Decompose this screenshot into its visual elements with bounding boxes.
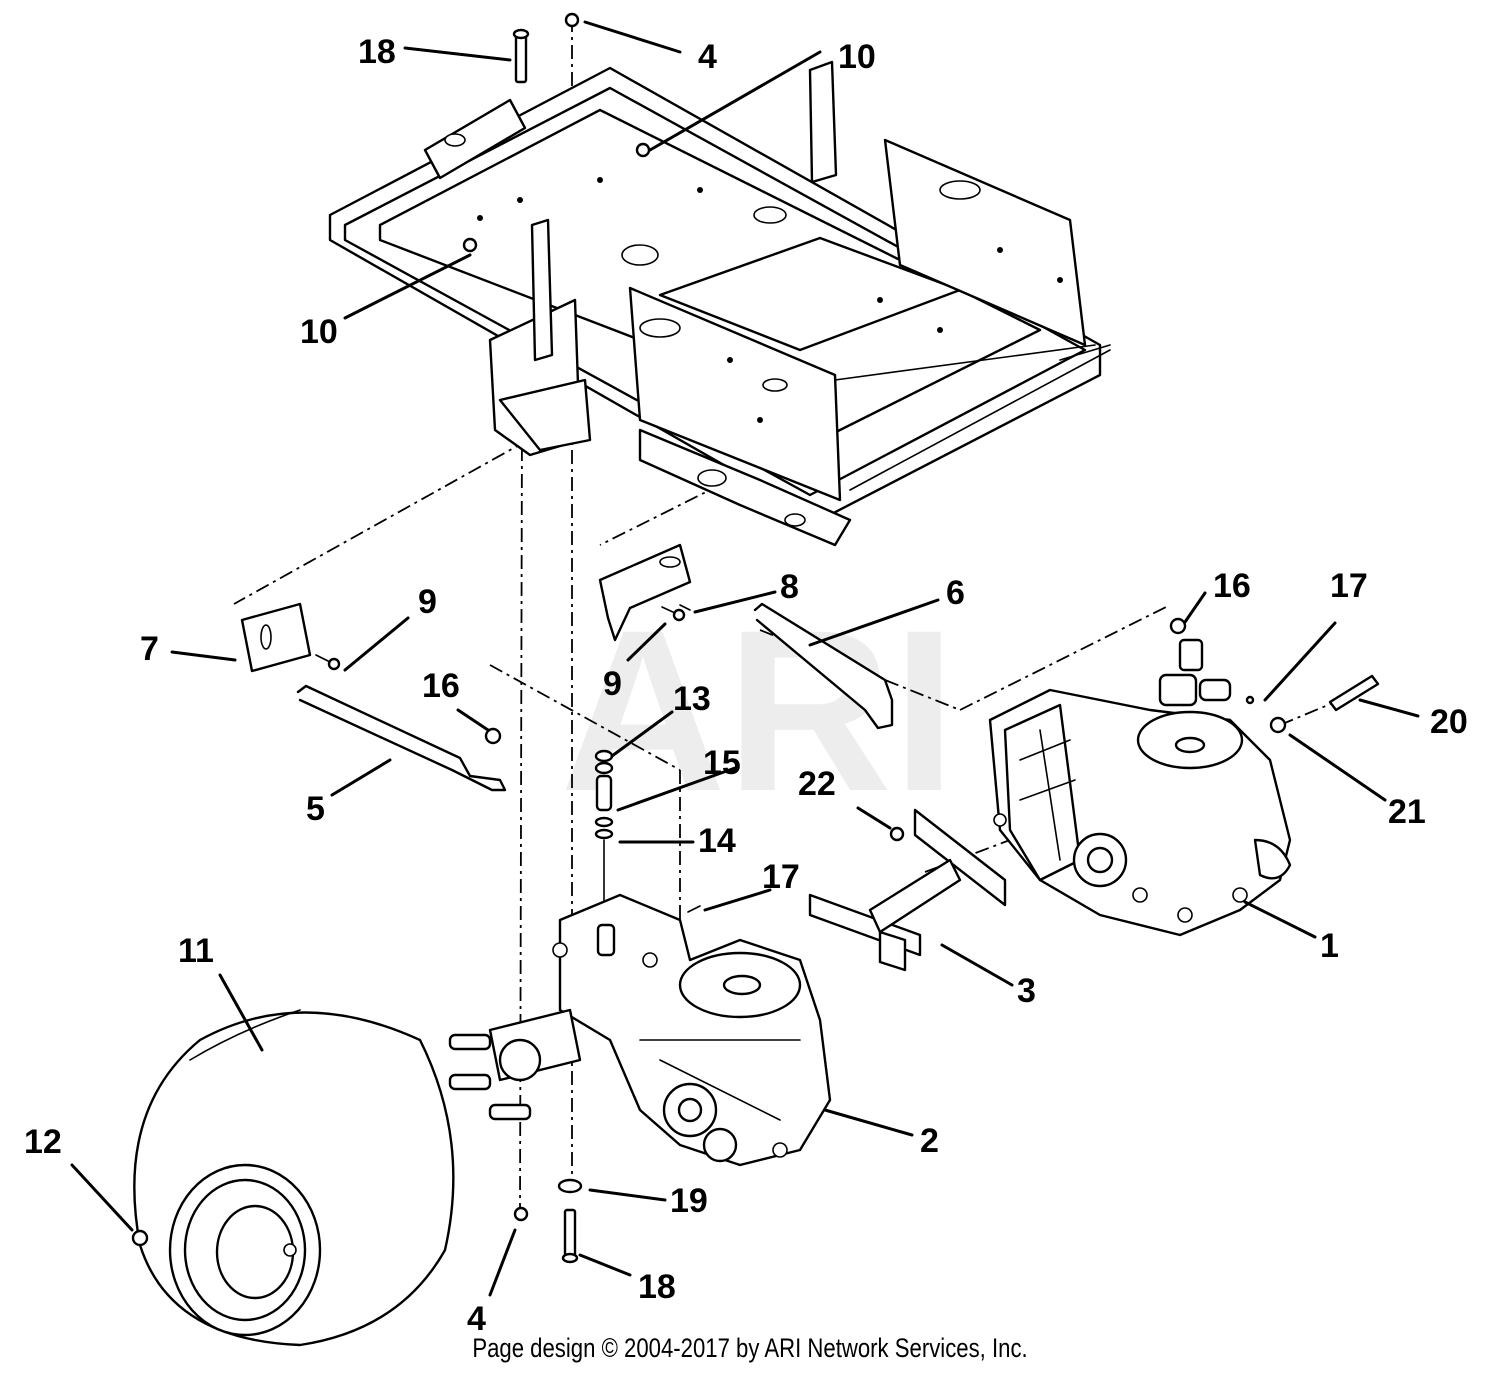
bottom-nut-4 [513, 1206, 529, 1222]
callouts: 18 4 10 10 7 9 16 5 8 9 6 13 15 14 22 16… [24, 33, 1468, 1338]
callout-10-left: 10 [300, 313, 338, 351]
callout-16-left: 16 [422, 667, 460, 705]
part-16-nut-left [484, 727, 502, 745]
copyright-notice: Page design © 2004-2017 by ARI Network S… [472, 1333, 1028, 1363]
callout-15: 15 [703, 744, 741, 782]
part-19-washer [557, 1178, 583, 1194]
callout-17-mid: 17 [762, 858, 800, 896]
callout-21: 21 [1388, 793, 1426, 831]
part-20-bolt [1328, 674, 1380, 712]
frame-nut-10-right [635, 142, 651, 158]
part-17-pin-top [1245, 695, 1255, 705]
callout-3: 3 [1017, 972, 1036, 1010]
part-14-washers [594, 816, 614, 931]
part-7-plate [240, 602, 312, 673]
callout-17-top: 17 [1330, 567, 1368, 605]
callout-4-bottom: 4 [467, 1300, 486, 1338]
callout-16-right: 16 [1213, 567, 1251, 605]
callout-12: 12 [24, 1123, 62, 1161]
part-6-rod [753, 602, 894, 730]
callout-10-right: 10 [838, 38, 876, 76]
callout-11: 11 [178, 932, 214, 970]
callout-2: 2 [920, 1122, 939, 1160]
callout-5: 5 [306, 790, 325, 828]
callout-1: 1 [1320, 927, 1339, 965]
part-9-screw-left [315, 654, 341, 671]
top-bolt-18 [512, 28, 530, 84]
part-5-rod [296, 684, 507, 792]
callout-13: 13 [673, 680, 711, 718]
callout-14: 14 [698, 822, 736, 860]
part-2-transaxle [448, 893, 832, 1167]
part-21-washer [1269, 716, 1287, 734]
part-13-spacer [594, 749, 614, 775]
part-3-bracket [808, 808, 1007, 972]
callout-7: 7 [140, 630, 159, 668]
bottom-bolt-18 [561, 1208, 579, 1264]
part-16-nut-right [1169, 617, 1187, 635]
callout-18-bottom: 18 [638, 1268, 676, 1306]
callout-9-mid: 9 [603, 665, 622, 703]
part-8-bracket [598, 543, 692, 642]
callout-6: 6 [946, 574, 965, 612]
part-22-nut [889, 826, 905, 842]
part-1-transaxle [988, 638, 1292, 937]
part-15-bushing [595, 774, 613, 812]
frame-assembly [328, 60, 1111, 547]
callout-8: 8 [780, 568, 799, 606]
part-9-screw-mid [661, 606, 686, 622]
callout-19: 19 [670, 1182, 708, 1220]
callout-22: 22 [798, 765, 836, 803]
callout-9-left: 9 [418, 583, 437, 621]
part-17-pin-mid [687, 905, 701, 913]
frame-nut-10-left [462, 237, 478, 253]
part-11-tire [133, 1009, 455, 1347]
leader-lines [70, 20, 1420, 1297]
top-nut-4 [564, 12, 580, 28]
part-12-nut [131, 1229, 149, 1247]
callout-18-top: 18 [358, 33, 396, 71]
callout-4-top: 4 [698, 38, 717, 76]
callout-20: 20 [1430, 703, 1468, 741]
